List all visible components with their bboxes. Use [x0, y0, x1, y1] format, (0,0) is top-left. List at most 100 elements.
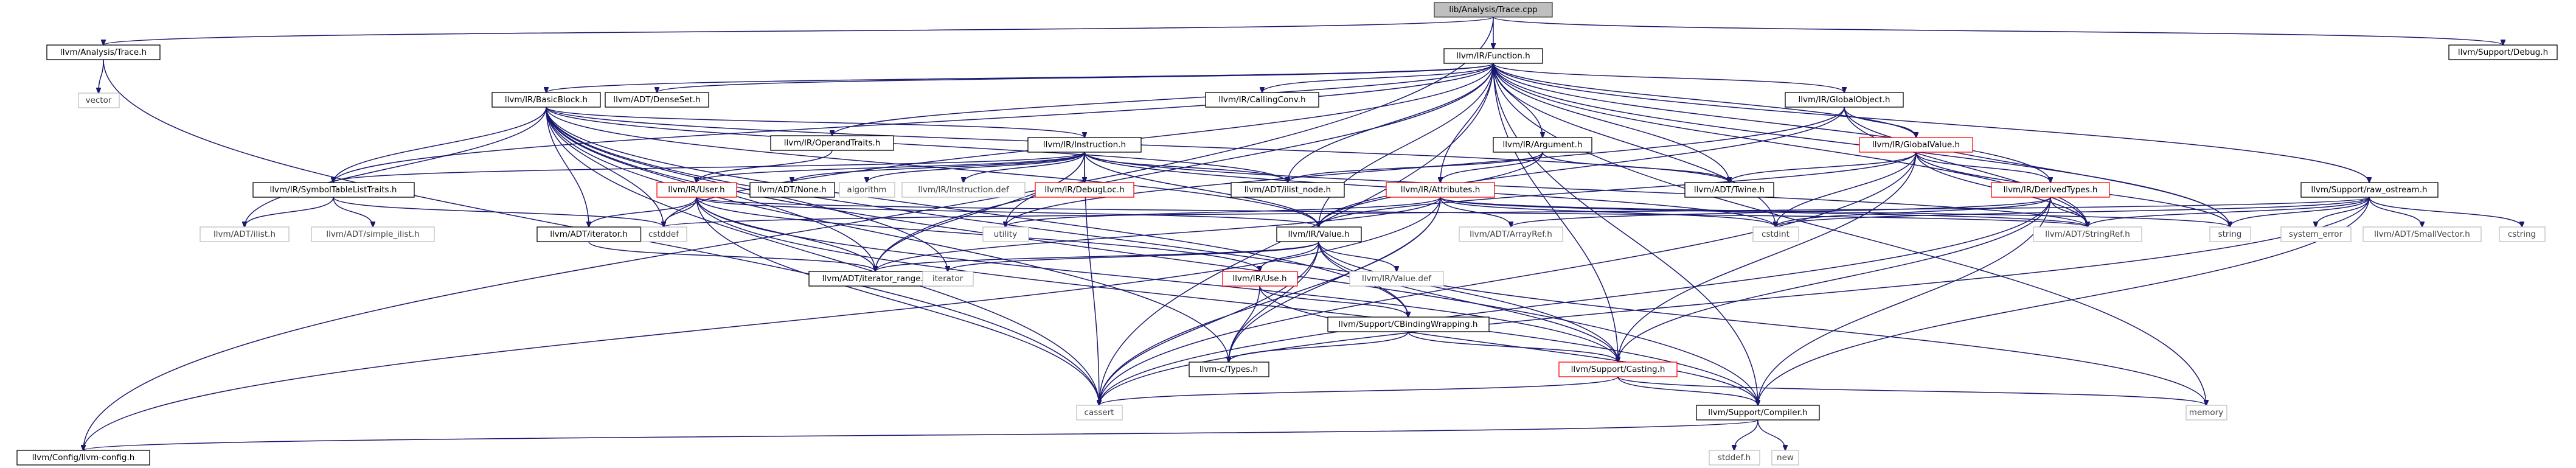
node-user-h[interactable]: llvm/IR/User.h	[656, 182, 737, 198]
node-label: llvm/IR/Instruction.h	[1043, 140, 1126, 150]
node-callingconv-h[interactable]: llvm/IR/CallingConv.h	[1205, 92, 1319, 108]
node-cstdint: cstdint	[1752, 226, 1799, 242]
node-label: llvm/Support/CBindingWrapping.h	[1339, 320, 1478, 329]
node-box	[749, 182, 835, 198]
edge-basicblock-h-to-iterator	[546, 107, 948, 271]
node-string: string	[2209, 226, 2251, 242]
node-derivedtypes-h[interactable]: llvm/IR/DerivedTypes.h	[1991, 182, 2110, 198]
node-ilist-node-h[interactable]: llvm/ADT/ilist_node.h	[1231, 182, 1345, 198]
node-twine-h[interactable]: llvm/ADT/Twine.h	[1684, 182, 1774, 198]
node-cstddef: cstddef	[641, 226, 687, 242]
node-label: llvm/IR/Argument.h	[1503, 140, 1583, 150]
node-value-h[interactable]: llvm/IR/Value.h	[1276, 226, 1362, 242]
node-box	[252, 182, 415, 198]
edge-value-h-to-value-def	[1318, 241, 1397, 271]
node-label: vector	[86, 96, 112, 105]
node-llvm-c-types-h[interactable]: llvm-c/Types.h	[1189, 361, 1269, 377]
node-label: llvm/IR/CallingConv.h	[1218, 95, 1305, 105]
node-box	[46, 44, 161, 60]
node-value-def: llvm/IR/Value.def	[1349, 271, 1444, 287]
node-box	[1493, 137, 1592, 153]
edge-root-to-debug-h	[1493, 16, 2503, 45]
node-box	[808, 271, 942, 287]
edge-derivedtypes-h-to-cstdint	[1776, 197, 2051, 227]
edge-value-h-to-casting-h	[1318, 241, 1618, 362]
node-box	[839, 182, 895, 198]
node-use-h[interactable]: llvm/IR/Use.h	[1222, 271, 1298, 287]
node-debugloc-h[interactable]: llvm/IR/DebugLoc.h	[1035, 182, 1134, 198]
node-box	[2362, 226, 2482, 242]
node-box	[2280, 226, 2352, 242]
edge-attributes-h-to-config-h	[83, 197, 1441, 450]
edge-basicblock-h-to-cassert	[546, 107, 1099, 405]
node-arrayref-h: llvm/ADT/ArrayRef.h	[1459, 226, 1563, 242]
edge-function-h-to-twine-h	[1493, 63, 1729, 183]
node-iterator-h[interactable]: llvm/ADT/iterator.h	[536, 226, 641, 242]
edge-basicblock-h-to-symboltablelisttraits-h	[333, 107, 547, 183]
edge-attributes-h-to-arrayref-h	[1440, 197, 1511, 227]
edge-instruction-h-to-user-h	[696, 152, 1085, 183]
node-cassert: cassert	[1076, 405, 1123, 421]
node-memory: memory	[2185, 405, 2227, 421]
node-symboltablelisttraits-h[interactable]: llvm/IR/SymbolTableListTraits.h	[252, 182, 415, 198]
node-casting-h[interactable]: llvm/Support/Casting.h	[1558, 361, 1678, 377]
node-raw-ostream-h[interactable]: llvm/Support/raw_ostream.h	[2300, 182, 2439, 198]
node-denseset-h[interactable]: llvm/ADT/DenseSet.h	[605, 92, 709, 108]
node-box	[1349, 271, 1444, 287]
node-basicblock-h[interactable]: llvm/IR/BasicBlock.h	[491, 92, 601, 108]
edge-globalobject-h-to-value-h	[1319, 107, 1845, 227]
edge-globalobject-h-to-globalvalue-h	[1844, 107, 1916, 138]
node-box	[2300, 182, 2439, 198]
edge-basicblock-h-to-cstddef	[546, 107, 664, 227]
file-nodes: lib/Analysis/Trace.cppllvm/Analysis/Trac…	[16, 2, 2558, 466]
edge-raw-ostream-h-to-stringref-h	[2088, 197, 2370, 227]
node-operandtraits-h[interactable]: llvm/IR/OperandTraits.h	[770, 135, 894, 151]
node-iterator-range-h[interactable]: llvm/ADT/iterator_range.h	[808, 271, 942, 287]
node-label: llvm/IR/DebugLoc.h	[1044, 185, 1124, 195]
node-config-h[interactable]: llvm/Config/llvm-config.h	[16, 450, 150, 466]
edge-basicblock-h-to-casting-h	[546, 107, 1618, 362]
edge-use-h-to-llvm-c-types-h	[1229, 285, 1260, 362]
node-box	[1558, 361, 1678, 377]
node-globalvalue-h[interactable]: llvm/IR/GlobalValue.h	[1859, 137, 1973, 153]
node-label: system_error	[2289, 229, 2343, 239]
node-function-h[interactable]: llvm/IR/Function.h	[1443, 48, 1543, 64]
edge-cbindingwrapping-h-to-llvm-c-types-h	[1229, 331, 1409, 362]
node-box	[2209, 226, 2251, 242]
node-label: llvm/IR/Attributes.h	[1401, 185, 1481, 195]
node-box	[922, 271, 974, 287]
node-box	[1027, 137, 1142, 153]
node-box	[901, 182, 1026, 198]
node-trace-h[interactable]: llvm/Analysis/Trace.h	[46, 44, 161, 60]
node-cstring: cstring	[2499, 226, 2546, 242]
edge-user-h-to-iterator-h	[589, 197, 697, 227]
edge-globalvalue-h-to-cstdint	[1776, 152, 1917, 227]
edge-basicblock-h-to-value-h	[546, 107, 1319, 227]
node-attributes-h[interactable]: llvm/IR/Attributes.h	[1386, 182, 1495, 198]
node-box	[536, 226, 641, 242]
edge-raw-ostream-h-to-cstring	[2369, 197, 2522, 227]
node-argument-h[interactable]: llvm/IR/Argument.h	[1493, 137, 1592, 153]
edge-function-h-to-raw-ostream-h	[1493, 63, 2369, 183]
node-label: cstring	[2508, 229, 2536, 239]
edge-raw-ostream-h-to-system-error	[2316, 197, 2370, 227]
node-box	[1709, 450, 1760, 466]
node-debug-h[interactable]: llvm/Support/Debug.h	[2448, 44, 2558, 60]
edge-symboltablelisttraits-h-to-ilist-h	[245, 197, 334, 227]
node-box	[1696, 405, 1820, 421]
node-box	[1434, 2, 1553, 18]
node-compiler-h[interactable]: llvm/Support/Compiler.h	[1696, 405, 1820, 421]
edge-value-h-to-cassert	[1099, 241, 1319, 405]
edge-function-h-to-derivedtypes-h	[1493, 63, 2050, 183]
node-simple-ilist-h: llvm/ADT/simple_ilist.h	[311, 226, 435, 242]
node-label: llvm/Config/llvm-config.h	[32, 453, 135, 463]
node-box	[1276, 226, 1362, 242]
node-none-h[interactable]: llvm/ADT/None.h	[749, 182, 835, 198]
edge-compiler-h-to-config-h	[83, 419, 1758, 450]
edge-root-to-config-h	[83, 16, 1494, 450]
node-globalobject-h[interactable]: llvm/IR/GlobalObject.h	[1785, 92, 1904, 108]
node-instruction-h[interactable]: llvm/IR/Instruction.h	[1027, 137, 1142, 153]
node-cbindingwrapping-h[interactable]: llvm/Support/CBindingWrapping.h	[1327, 316, 1490, 332]
node-label: llvm/ADT/simple_ilist.h	[326, 229, 419, 239]
node-box	[1386, 182, 1495, 198]
